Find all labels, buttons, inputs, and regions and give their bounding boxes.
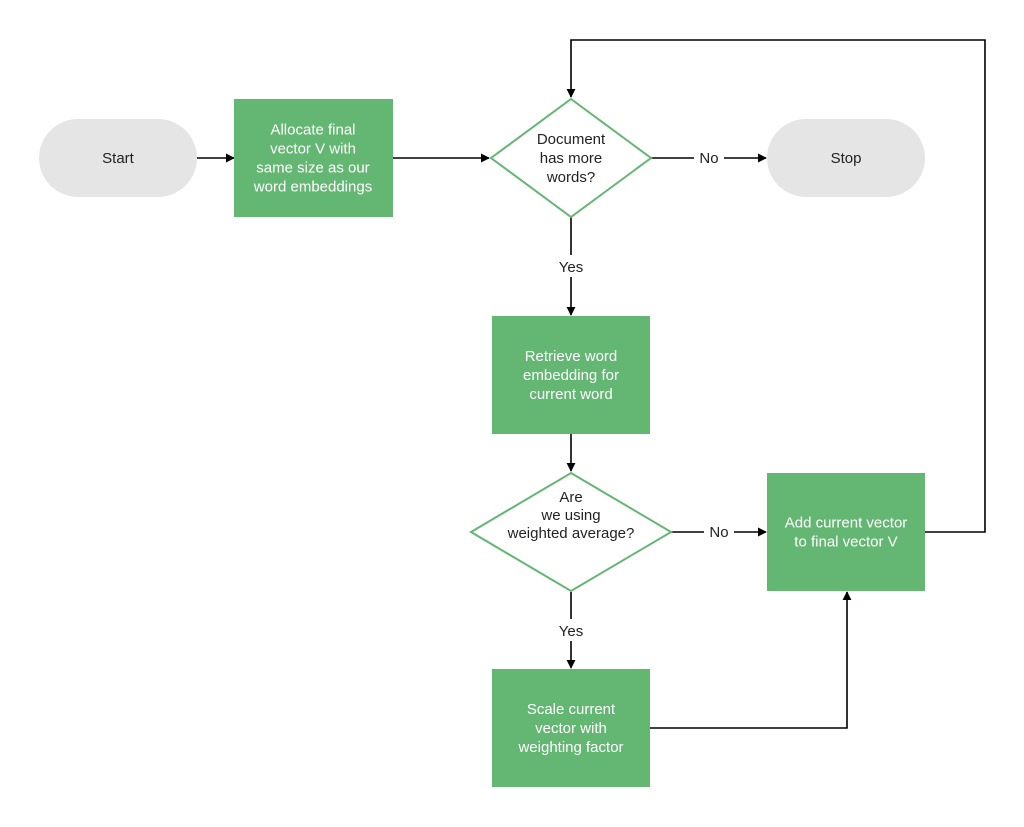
- node-text-line: Retrieve word: [525, 348, 618, 365]
- node-text-line: has more: [540, 150, 603, 167]
- node-start: Start: [39, 119, 197, 197]
- label-weighted-yes: Yes: [559, 623, 583, 640]
- node-add-text: Add current vector to final vector V: [785, 515, 908, 551]
- label-more-no: No: [699, 150, 718, 167]
- node-add: Add current vector to final vector V: [767, 473, 925, 591]
- node-more-words: Document has more words?: [489, 97, 653, 219]
- node-allocate-text: Allocate final vector V with same size as …: [253, 122, 372, 196]
- node-text-line: Stop: [831, 150, 862, 167]
- node-allocate: Allocate final vector V with same size as …: [234, 99, 393, 217]
- node-text-line: vector with: [535, 720, 607, 737]
- node-retrieve: Retrieve word embedding for current word: [492, 316, 650, 434]
- label-weighted-no: No: [709, 524, 728, 541]
- node-text-line: Add current vector: [785, 515, 908, 532]
- edge-add-loop: [566, 39, 986, 533]
- node-start-text: Start: [102, 150, 135, 167]
- node-scale: Scale current vector with weighting factor: [492, 669, 650, 787]
- node-text-line: Scale current: [527, 701, 616, 718]
- node-scale-text: Scale current vector with weighting factor: [517, 701, 623, 756]
- node-text-line: current word: [529, 386, 612, 403]
- node-stop-text: Stop: [831, 150, 862, 167]
- node-text-line: Start: [102, 150, 135, 167]
- node-text-line: to final vector V: [794, 534, 897, 551]
- label-more-yes: Yes: [559, 259, 583, 276]
- node-text-line: word embeddings: [253, 179, 372, 196]
- node-retrieve-text: Retrieve word embedding for current word: [523, 348, 619, 403]
- node-text-line: embedding for: [523, 367, 619, 384]
- node-text-line: Are: [559, 489, 582, 506]
- node-text-line: we using: [540, 507, 600, 524]
- node-text-line: words?: [546, 169, 595, 186]
- node-more-words-text: Document has more words?: [537, 131, 606, 186]
- node-text-line: Document: [537, 131, 606, 148]
- node-text-line: weighting factor: [517, 739, 623, 756]
- node-text-line: same size as our: [256, 160, 369, 177]
- node-stop: Stop: [767, 119, 925, 197]
- node-text-line: weighted average?: [507, 525, 635, 542]
- node-text-line: Allocate final: [270, 122, 355, 139]
- node-text-line: vector V with: [270, 141, 356, 158]
- edge-labels: No Yes No Yes: [553, 147, 734, 641]
- edge-scale-add: [650, 591, 852, 729]
